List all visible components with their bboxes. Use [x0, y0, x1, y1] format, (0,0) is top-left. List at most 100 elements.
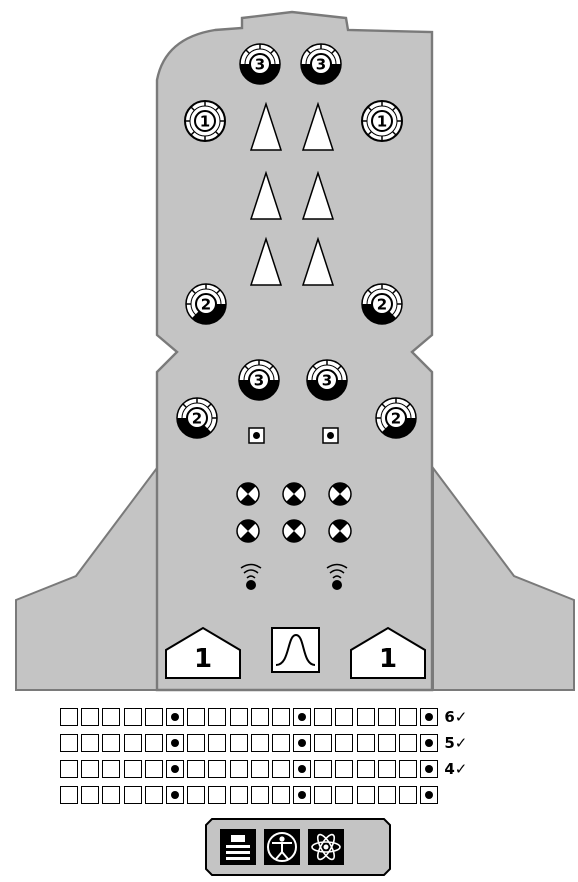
- damage-box[interactable]: [399, 734, 417, 752]
- damage-box[interactable]: [272, 786, 290, 804]
- pod-icon[interactable]: [323, 428, 338, 443]
- mount-number: 3: [322, 372, 332, 390]
- damage-box[interactable]: [314, 708, 332, 726]
- damage-box[interactable]: [124, 708, 142, 726]
- damage-box[interactable]: [357, 708, 375, 726]
- damage-box-marked[interactable]: [293, 708, 311, 726]
- damage-box[interactable]: [314, 786, 332, 804]
- damage-box[interactable]: [399, 760, 417, 778]
- damage-box[interactable]: [399, 708, 417, 726]
- damage-box[interactable]: [187, 708, 205, 726]
- damage-box[interactable]: [335, 786, 353, 804]
- damage-box[interactable]: [251, 734, 269, 752]
- damage-box[interactable]: [208, 786, 226, 804]
- damage-box[interactable]: [124, 786, 142, 804]
- weapon-mount-2[interactable]: 2: [177, 398, 217, 438]
- damage-box-marked[interactable]: [420, 734, 438, 752]
- damage-box[interactable]: [230, 760, 248, 778]
- damage-box[interactable]: [60, 786, 78, 804]
- damage-box[interactable]: [145, 734, 163, 752]
- reactor-wave-icon[interactable]: [272, 628, 319, 672]
- damage-box[interactable]: [314, 760, 332, 778]
- damage-box[interactable]: [230, 786, 248, 804]
- damage-box[interactable]: [399, 786, 417, 804]
- damage-box[interactable]: [102, 760, 120, 778]
- weapon-mount-2[interactable]: 2: [186, 284, 226, 324]
- damage-box[interactable]: [187, 786, 205, 804]
- damage-box-marked[interactable]: [166, 734, 184, 752]
- weapon-mount-1[interactable]: 1: [362, 101, 402, 141]
- mount-number: 3: [316, 56, 326, 74]
- damage-box[interactable]: [335, 708, 353, 726]
- damage-box[interactable]: [378, 708, 396, 726]
- damage-box-marked[interactable]: [293, 760, 311, 778]
- point-defense-icon[interactable]: [283, 520, 305, 542]
- damage-box[interactable]: [314, 734, 332, 752]
- damage-box[interactable]: [124, 760, 142, 778]
- weapon-mount-3[interactable]: 3: [239, 360, 279, 400]
- damage-box[interactable]: [378, 760, 396, 778]
- point-defense-icon[interactable]: [329, 520, 351, 542]
- weapon-mount-3[interactable]: 3: [307, 360, 347, 400]
- weapon-mount-1[interactable]: 1: [185, 101, 225, 141]
- damage-box[interactable]: [145, 708, 163, 726]
- damage-box-marked[interactable]: [420, 708, 438, 726]
- damage-box-marked[interactable]: [166, 708, 184, 726]
- damage-box[interactable]: [60, 760, 78, 778]
- damage-box[interactable]: [357, 760, 375, 778]
- damage-box[interactable]: [124, 734, 142, 752]
- point-defense-icon[interactable]: [237, 483, 259, 505]
- damage-box-marked[interactable]: [293, 786, 311, 804]
- slot-number: 1: [194, 644, 212, 674]
- point-defense-icon[interactable]: [237, 520, 259, 542]
- damage-box[interactable]: [145, 760, 163, 778]
- damage-box[interactable]: [208, 760, 226, 778]
- damage-box[interactable]: [272, 734, 290, 752]
- damage-box[interactable]: [145, 786, 163, 804]
- row-threshold-label: 5✓: [444, 734, 467, 752]
- weapon-mount-2[interactable]: 2: [362, 284, 402, 324]
- damage-box-marked[interactable]: [420, 786, 438, 804]
- damage-box-marked[interactable]: [293, 734, 311, 752]
- damage-box[interactable]: [187, 760, 205, 778]
- damage-box[interactable]: [335, 734, 353, 752]
- damage-box[interactable]: [335, 760, 353, 778]
- mount-number: 1: [377, 113, 387, 131]
- damage-box[interactable]: [378, 734, 396, 752]
- damage-box[interactable]: [251, 760, 269, 778]
- atom-icon[interactable]: [308, 829, 344, 865]
- damage-box[interactable]: [208, 708, 226, 726]
- damage-box[interactable]: [102, 708, 120, 726]
- damage-box[interactable]: [187, 734, 205, 752]
- damage-box[interactable]: [208, 734, 226, 752]
- damage-box-marked[interactable]: [420, 760, 438, 778]
- damage-box[interactable]: [60, 734, 78, 752]
- damage-box-marked[interactable]: [166, 760, 184, 778]
- damage-box[interactable]: [230, 708, 248, 726]
- damage-box[interactable]: [251, 708, 269, 726]
- damage-box[interactable]: [272, 708, 290, 726]
- damage-box[interactable]: [81, 708, 99, 726]
- damage-box-marked[interactable]: [166, 786, 184, 804]
- damage-box[interactable]: [357, 734, 375, 752]
- weapon-mount-2[interactable]: 2: [376, 398, 416, 438]
- damage-box[interactable]: [102, 786, 120, 804]
- weapon-mount-3[interactable]: 3: [240, 44, 280, 84]
- damage-box[interactable]: [272, 760, 290, 778]
- damage-box[interactable]: [378, 786, 396, 804]
- damage-box[interactable]: [251, 786, 269, 804]
- damage-box[interactable]: [60, 708, 78, 726]
- point-defense-icon[interactable]: [283, 483, 305, 505]
- weapon-mount-3[interactable]: 3: [301, 44, 341, 84]
- point-defense-icon[interactable]: [329, 483, 351, 505]
- levels-icon[interactable]: [220, 829, 256, 865]
- damage-box[interactable]: [81, 786, 99, 804]
- damage-box[interactable]: [81, 734, 99, 752]
- damage-box[interactable]: [357, 786, 375, 804]
- damage-box[interactable]: [81, 760, 99, 778]
- vitruvian-icon[interactable]: [264, 829, 300, 865]
- pod-icon[interactable]: [249, 428, 264, 443]
- damage-box[interactable]: [230, 734, 248, 752]
- ship-hull-diagram: 3 3 1 1 2 2 3 3 2 2 1: [0, 0, 578, 700]
- damage-box[interactable]: [102, 734, 120, 752]
